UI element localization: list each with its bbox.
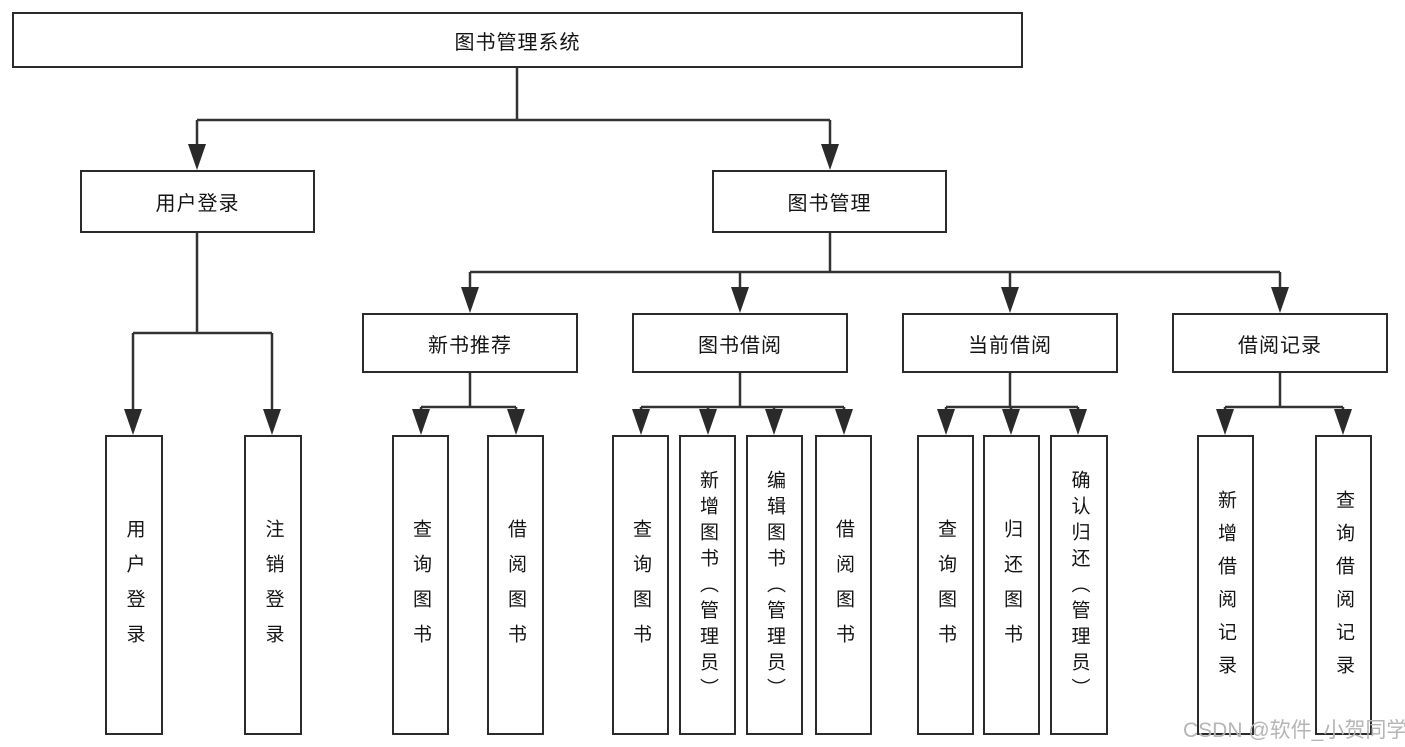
node-label: 图书借阅 <box>698 334 782 357</box>
node-label: 确认归还（管理员） <box>1068 469 1090 704</box>
node-label: 注销登录 <box>262 519 284 659</box>
leaf-borrow-books-recommend: 借阅图书 <box>487 435 544 735</box>
node-label: 查询图书 <box>630 519 651 659</box>
node-current-borrow: 当前借阅 <box>902 313 1118 373</box>
node-user-login: 用户登录 <box>80 170 315 233</box>
node-label: 借阅图书 <box>833 519 854 659</box>
node-root-library-system: 图书管理系统 <box>12 12 1023 68</box>
node-new-book-recommend: 新书推荐 <box>362 313 578 373</box>
leaf-return-books: 归还图书 <box>983 435 1040 735</box>
leaf-query-books-recommend: 查询图书 <box>392 435 449 735</box>
node-label: 查询图书 <box>935 519 956 659</box>
node-label: 新增借阅记录 <box>1215 489 1236 688</box>
node-label: 查询借阅记录 <box>1333 489 1354 688</box>
node-label: 用户登录 <box>155 193 240 215</box>
leaf-add-books-admin: 新增图书（管理员） <box>679 435 736 735</box>
leaf-query-borrow-record: 查询借阅记录 <box>1315 435 1372 735</box>
node-label: 借阅图书 <box>505 519 526 659</box>
node-book-borrow: 图书借阅 <box>632 313 848 373</box>
node-borrow-records: 借阅记录 <box>1172 313 1388 373</box>
node-label: 当前借阅 <box>968 334 1052 357</box>
leaf-add-borrow-record: 新增借阅记录 <box>1197 435 1254 735</box>
leaf-borrow-books: 借阅图书 <box>815 435 872 735</box>
node-label: 用户登录 <box>123 519 145 659</box>
node-label: 编辑图书（管理员） <box>764 469 785 704</box>
arrowhead-icons <box>124 144 1352 435</box>
node-label: 图书管理 <box>787 193 872 215</box>
node-label: 图书管理系统 <box>454 31 581 54</box>
node-label: 新增图书（管理员） <box>697 469 718 704</box>
node-label: 新书推荐 <box>428 334 512 357</box>
node-label: 借阅记录 <box>1238 334 1322 357</box>
leaf-query-books-borrow: 查询图书 <box>612 435 669 735</box>
leaf-query-books-current: 查询图书 <box>917 435 974 735</box>
node-book-management: 图书管理 <box>712 170 947 233</box>
leaf-user-login: 用户登录 <box>105 435 163 735</box>
leaf-edit-books-admin: 编辑图书（管理员） <box>746 435 803 735</box>
leaf-logout: 注销登录 <box>244 435 302 735</box>
node-label: 归还图书 <box>1001 519 1022 659</box>
leaf-confirm-return-admin: 确认归还（管理员） <box>1050 435 1108 735</box>
node-label: 查询图书 <box>410 519 431 659</box>
csdn-watermark: CSDN @软件_小贺同学 <box>1183 719 1405 742</box>
